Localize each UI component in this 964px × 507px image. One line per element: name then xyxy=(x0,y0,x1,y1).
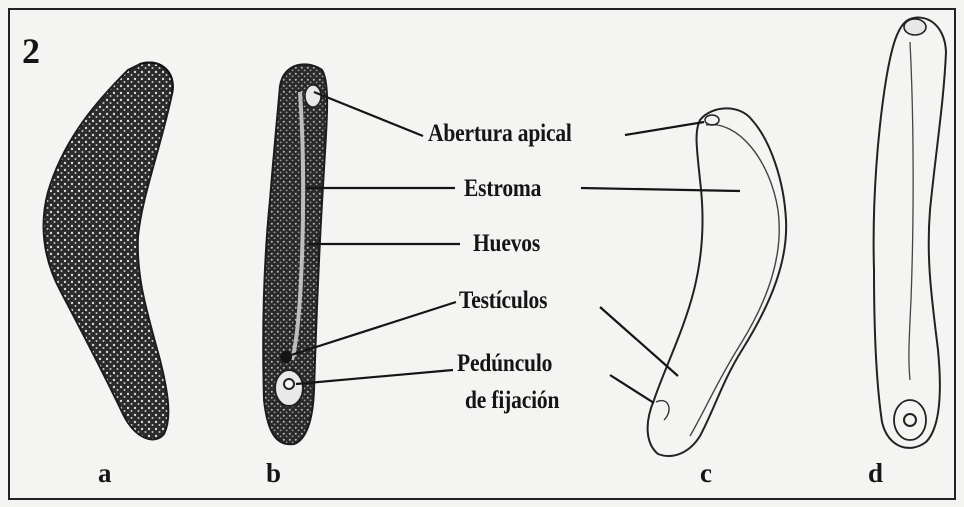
label-peduncle-line2: de fijación xyxy=(465,387,559,415)
specimen-d xyxy=(874,18,946,448)
label-huevos: Huevos xyxy=(473,230,540,258)
panel-label-c: c xyxy=(700,458,712,489)
leader-abertura-b xyxy=(314,92,423,136)
label-testiculos: Testículos xyxy=(459,287,547,315)
leader-peduncle-b xyxy=(296,370,453,384)
label-abertura-apical: Abertura apical xyxy=(428,120,572,148)
label-estroma: Estroma xyxy=(464,175,541,203)
leader-peduncle-c xyxy=(610,375,654,403)
leader-estroma-c xyxy=(581,188,740,191)
panel-label-b: b xyxy=(266,458,281,489)
panel-label-a: a xyxy=(98,458,111,489)
specimen-b xyxy=(263,64,327,444)
specimen-a xyxy=(44,62,173,439)
specimen-c xyxy=(648,108,787,456)
label-peduncle-line1: Pedúnculo xyxy=(457,350,552,378)
leader-testiculos-c xyxy=(600,307,678,376)
leader-abertura-c xyxy=(625,122,704,135)
panel-label-d: d xyxy=(868,458,883,489)
